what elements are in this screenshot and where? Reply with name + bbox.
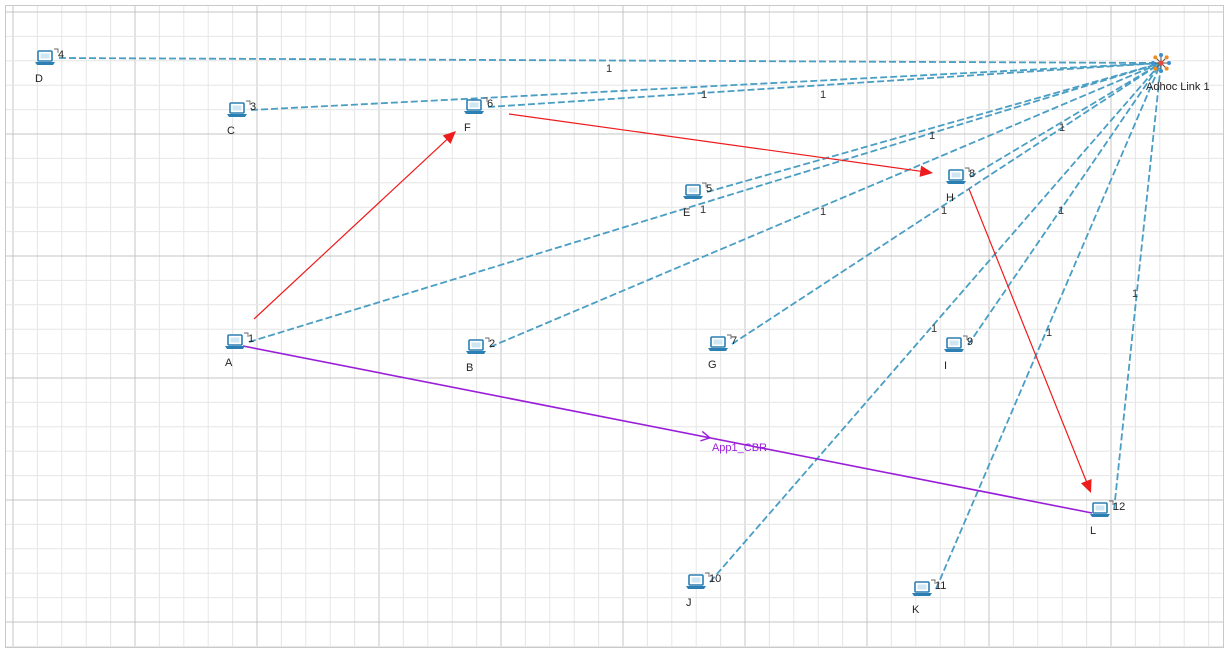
node-name-label: G <box>708 359 717 371</box>
wireless-link-f[interactable] <box>487 62 1162 108</box>
node-d[interactable]: 4D <box>35 48 64 85</box>
node-h[interactable]: 8H <box>946 167 975 204</box>
packet-flow-arrowhead <box>1080 479 1092 493</box>
node-id-label: 8 <box>969 168 975 180</box>
packet-flow-f-to-h <box>508 113 922 173</box>
node-id-label: 7 <box>731 335 737 347</box>
node-name-label: H <box>946 192 954 204</box>
node-id-label: 6 <box>487 98 493 110</box>
node-id-label: 2 <box>489 338 495 350</box>
laptop-icon[interactable] <box>912 579 936 596</box>
wireless-link-label: 1 <box>700 204 706 216</box>
node-f[interactable]: 6F <box>464 97 493 134</box>
wireless-link-l[interactable] <box>1113 62 1162 511</box>
node-l[interactable]: 12L <box>1090 500 1125 537</box>
node-name-label: J <box>686 597 692 609</box>
wireless-link-e[interactable] <box>706 62 1162 193</box>
adhoc-link-icon[interactable] <box>1151 53 1171 73</box>
wireless-link-label: 1 <box>1046 327 1052 339</box>
wireless-link-label: 1 <box>929 130 935 142</box>
wireless-link-labels: 1 1 1 1 1 1 1 1 1 1 1 1 <box>606 63 1138 339</box>
node-id-label: 4 <box>58 49 64 61</box>
node-id-label: 3 <box>250 101 256 113</box>
wireless-link-b[interactable] <box>489 62 1162 348</box>
packet-flow-arrowhead <box>442 131 456 144</box>
laptop-icon[interactable] <box>944 335 968 352</box>
laptop-icon[interactable] <box>683 182 707 199</box>
node-name-label: F <box>464 122 471 134</box>
packet-flow-arrowhead <box>919 165 933 177</box>
wireless-link-label: 1 <box>606 63 612 75</box>
packet-flow-h-to-l <box>968 188 1088 483</box>
wireless-links <box>58 57 1162 590</box>
node-name-label: E <box>683 207 690 219</box>
node-id-label: 11 <box>935 580 946 592</box>
laptop-icon[interactable] <box>227 100 251 117</box>
node-id-label: 5 <box>706 183 712 195</box>
wireless-link-j[interactable] <box>709 62 1162 583</box>
wireless-link-label: 1 <box>931 323 937 335</box>
wireless-link-d[interactable] <box>58 57 1162 64</box>
laptop-icon[interactable] <box>464 97 488 114</box>
wireless-link-i[interactable] <box>967 62 1162 346</box>
node-name-label: B <box>466 362 473 374</box>
wireless-link-label: 1 <box>701 89 707 101</box>
adhoc-link-label: Adhoc Link 1 <box>1146 81 1210 93</box>
node-g[interactable]: 7G <box>708 334 737 371</box>
node-e[interactable]: 5E <box>683 182 712 219</box>
laptop-icon[interactable] <box>708 334 732 351</box>
node-name-label: L <box>1090 525 1096 537</box>
wireless-link-g[interactable] <box>731 62 1162 345</box>
node-id-label: 12 <box>1113 501 1125 513</box>
wireless-link-h[interactable] <box>969 62 1162 178</box>
packet-flow-arrows <box>253 113 1092 493</box>
node-name-label: C <box>227 125 235 137</box>
laptop-icon[interactable] <box>1090 500 1114 517</box>
node-i[interactable]: 9I <box>944 335 973 372</box>
app-flow-arrowhead <box>700 430 712 442</box>
laptop-icon[interactable] <box>225 332 249 349</box>
wireless-link-a[interactable] <box>248 62 1162 343</box>
node-j[interactable]: 10J <box>686 572 721 609</box>
wireless-link-label: 1 <box>820 206 826 218</box>
laptop-icon[interactable] <box>466 337 490 354</box>
node-id-label: 9 <box>967 336 973 348</box>
node-id-label: 1 <box>248 333 254 345</box>
laptop-icon[interactable] <box>686 572 710 589</box>
app-flow-line[interactable] <box>242 345 1093 514</box>
laptop-icon[interactable] <box>35 48 59 65</box>
adhoc-link[interactable]: Adhoc Link 1 <box>1146 53 1210 93</box>
node-id-label: 10 <box>709 573 721 585</box>
node-c[interactable]: 3C <box>227 100 256 137</box>
wireless-link-label: 1 <box>820 89 826 101</box>
packet-flow-a-to-f <box>253 138 449 320</box>
laptop-icon[interactable] <box>946 167 970 184</box>
node-k[interactable]: 11K <box>912 579 946 616</box>
wireless-link-k[interactable] <box>935 62 1162 590</box>
node-a[interactable]: 1A <box>225 332 254 369</box>
node-name-label: D <box>35 73 43 85</box>
app-flow-label[interactable]: App1_CBR <box>712 442 767 454</box>
wireless-link-label: 1 <box>1132 288 1138 300</box>
node-b[interactable]: 2B <box>466 337 495 374</box>
application-flow[interactable]: App1_CBR <box>242 345 1093 514</box>
node-name-label: K <box>912 604 920 616</box>
node-name-label: A <box>225 357 233 369</box>
wireless-link-c[interactable] <box>250 62 1162 111</box>
wireless-link-label: 1 <box>1058 205 1064 217</box>
wireless-link-label: 1 <box>1059 122 1065 134</box>
grid <box>6 6 1223 647</box>
wireless-link-label: 1 <box>941 205 947 217</box>
node-name-label: I <box>944 360 947 372</box>
